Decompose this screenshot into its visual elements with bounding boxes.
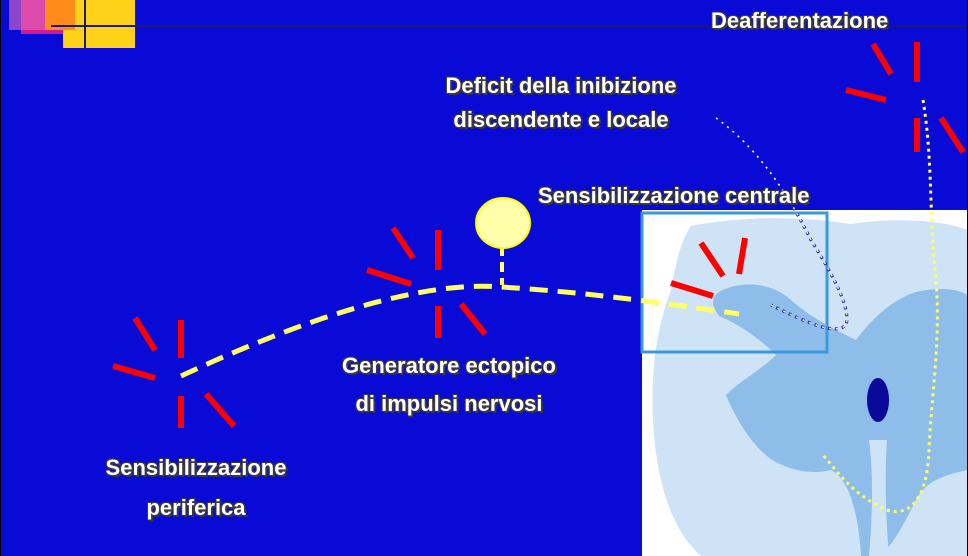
label-generatore-line2: di impulsi nervosi [355, 391, 543, 416]
spark-stroke [938, 116, 966, 154]
central-canal [867, 378, 889, 422]
spark-stroke [203, 392, 237, 428]
spark-stroke [736, 237, 748, 275]
spark-stroke [870, 42, 894, 76]
nerve-fiber [179, 283, 740, 379]
anterior-fissure [869, 440, 889, 556]
label-sensibilizzazione-centrale: Sensibilizzazione centrale [538, 183, 810, 208]
label-periferica-line1: Sensibilizzazione [105, 455, 287, 480]
label-generatore-line1: Generatore ectopico [342, 353, 556, 378]
inhibition-pathway-highlight [715, 117, 848, 330]
spark-stroke [698, 241, 726, 278]
spark-stroke [112, 363, 156, 381]
spinal-cord-section [640, 210, 967, 556]
label-deficit-line2: discendente e locale [453, 107, 669, 132]
label-periferica-line2: periferica [146, 495, 246, 520]
logo-square-pink [9, 0, 45, 30]
spark-stroke [670, 280, 714, 299]
spark-stroke [390, 226, 416, 260]
spark-stroke [132, 316, 158, 352]
label-deafferentazione: Deafferentazione [711, 8, 889, 33]
spark-stroke [845, 87, 887, 103]
label-deficit-line1: Deficit della inibizione [445, 73, 677, 98]
dorsal-horn-highlight-box [640, 211, 829, 354]
spark-stroke [366, 267, 412, 287]
deafferentation-fiber [821, 99, 939, 514]
pain-spark-icon [112, 42, 966, 428]
slide-logo [9, 0, 967, 50]
spark-stroke [458, 302, 488, 336]
neuron-cell-body-icon [475, 197, 531, 249]
